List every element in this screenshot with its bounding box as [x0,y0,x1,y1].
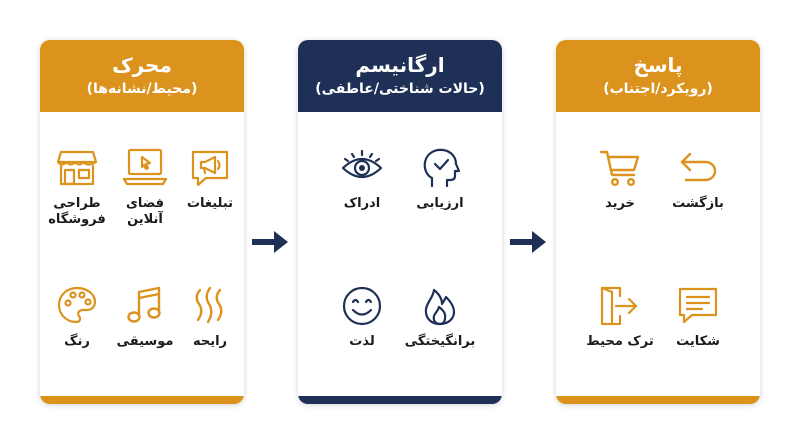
item-online-space: فضای آنلاین [115,146,175,228]
item-label: طراحی فروشگاه [48,196,106,227]
organism-panel: ارگانیسم (حالات شناختی/عاطفی) ارزیابی اد… [298,40,502,404]
panel-subtitle: (حالات شناختی/عاطفی) [315,81,485,97]
response-panel: پاسخ (رویکرد/اجتناب) بازگشت خرید [556,40,760,404]
item-leave-environment: ترک محیط [578,284,662,350]
panel-title: پاسخ [633,53,683,77]
item-label: بازگشت [672,196,724,211]
complaint-bubble-icon [678,287,718,324]
item-label: موسیقی [116,334,174,349]
panel-bottom-bar [556,396,760,404]
item-label: رایحه [192,334,228,349]
item-label: برانگیختگی [404,334,476,349]
music-note-icon [127,286,161,323]
item-label: خرید [605,196,635,211]
stimulus-header: محرک (محیط/نشانه‌ها) [40,40,244,112]
laptop-cursor-icon [122,148,168,186]
arrow-right-icon [510,231,546,253]
shopping-cart-icon [599,150,640,187]
item-pleasure: لذت [332,284,392,350]
eye-icon [341,149,383,179]
item-advertising: تبلیغات [184,146,236,212]
item-music: موسیقی [115,284,175,350]
arrow-right-icon [252,231,288,253]
item-purchase: خرید [590,146,650,212]
flame-icon [424,288,456,326]
panel-title: محرک [112,53,172,77]
item-arousal: برانگیختگی [402,284,478,350]
item-perception: ادراک [332,146,392,212]
item-color: رنگ [52,284,102,350]
item-label: شکایت [676,334,720,349]
organism-header: ارگانیسم (حالات شناختی/عاطفی) [298,40,502,112]
stimulus-panel: محرک (محیط/نشانه‌ها) تبلیغات فضای آنلاین [40,40,244,404]
item-label: ارزیابی [416,196,464,211]
head-check-icon [423,148,461,188]
smiley-icon [342,286,382,326]
item-label: ادراک [343,196,381,211]
item-label: ترک محیط [586,334,654,349]
response-header: پاسخ (رویکرد/اجتناب) [556,40,760,112]
item-return: بازگشت [668,146,728,212]
megaphone-icon [191,150,229,187]
item-label: رنگ [64,334,90,349]
item-evaluation: ارزیابی [410,146,470,212]
exit-door-icon [600,286,638,326]
panel-subtitle: (رویکرد/اجتناب) [603,81,713,97]
storefront-icon [56,150,98,186]
panel-subtitle: (محیط/نشانه‌ها) [86,81,198,97]
item-complaint: شکایت [668,284,728,350]
palette-icon [57,286,97,324]
item-label: لذت [349,334,375,349]
item-scent: رایحه [188,284,232,350]
scent-waves-icon [195,286,223,324]
panel-bottom-bar [298,396,502,404]
panel-bottom-bar [40,396,244,404]
item-label: تبلیغات [186,196,234,211]
item-label: فضای آنلاین [125,196,165,227]
return-arrow-icon [680,152,717,182]
panel-title: ارگانیسم [355,53,445,77]
item-store-design: طراحی فروشگاه [44,146,110,228]
